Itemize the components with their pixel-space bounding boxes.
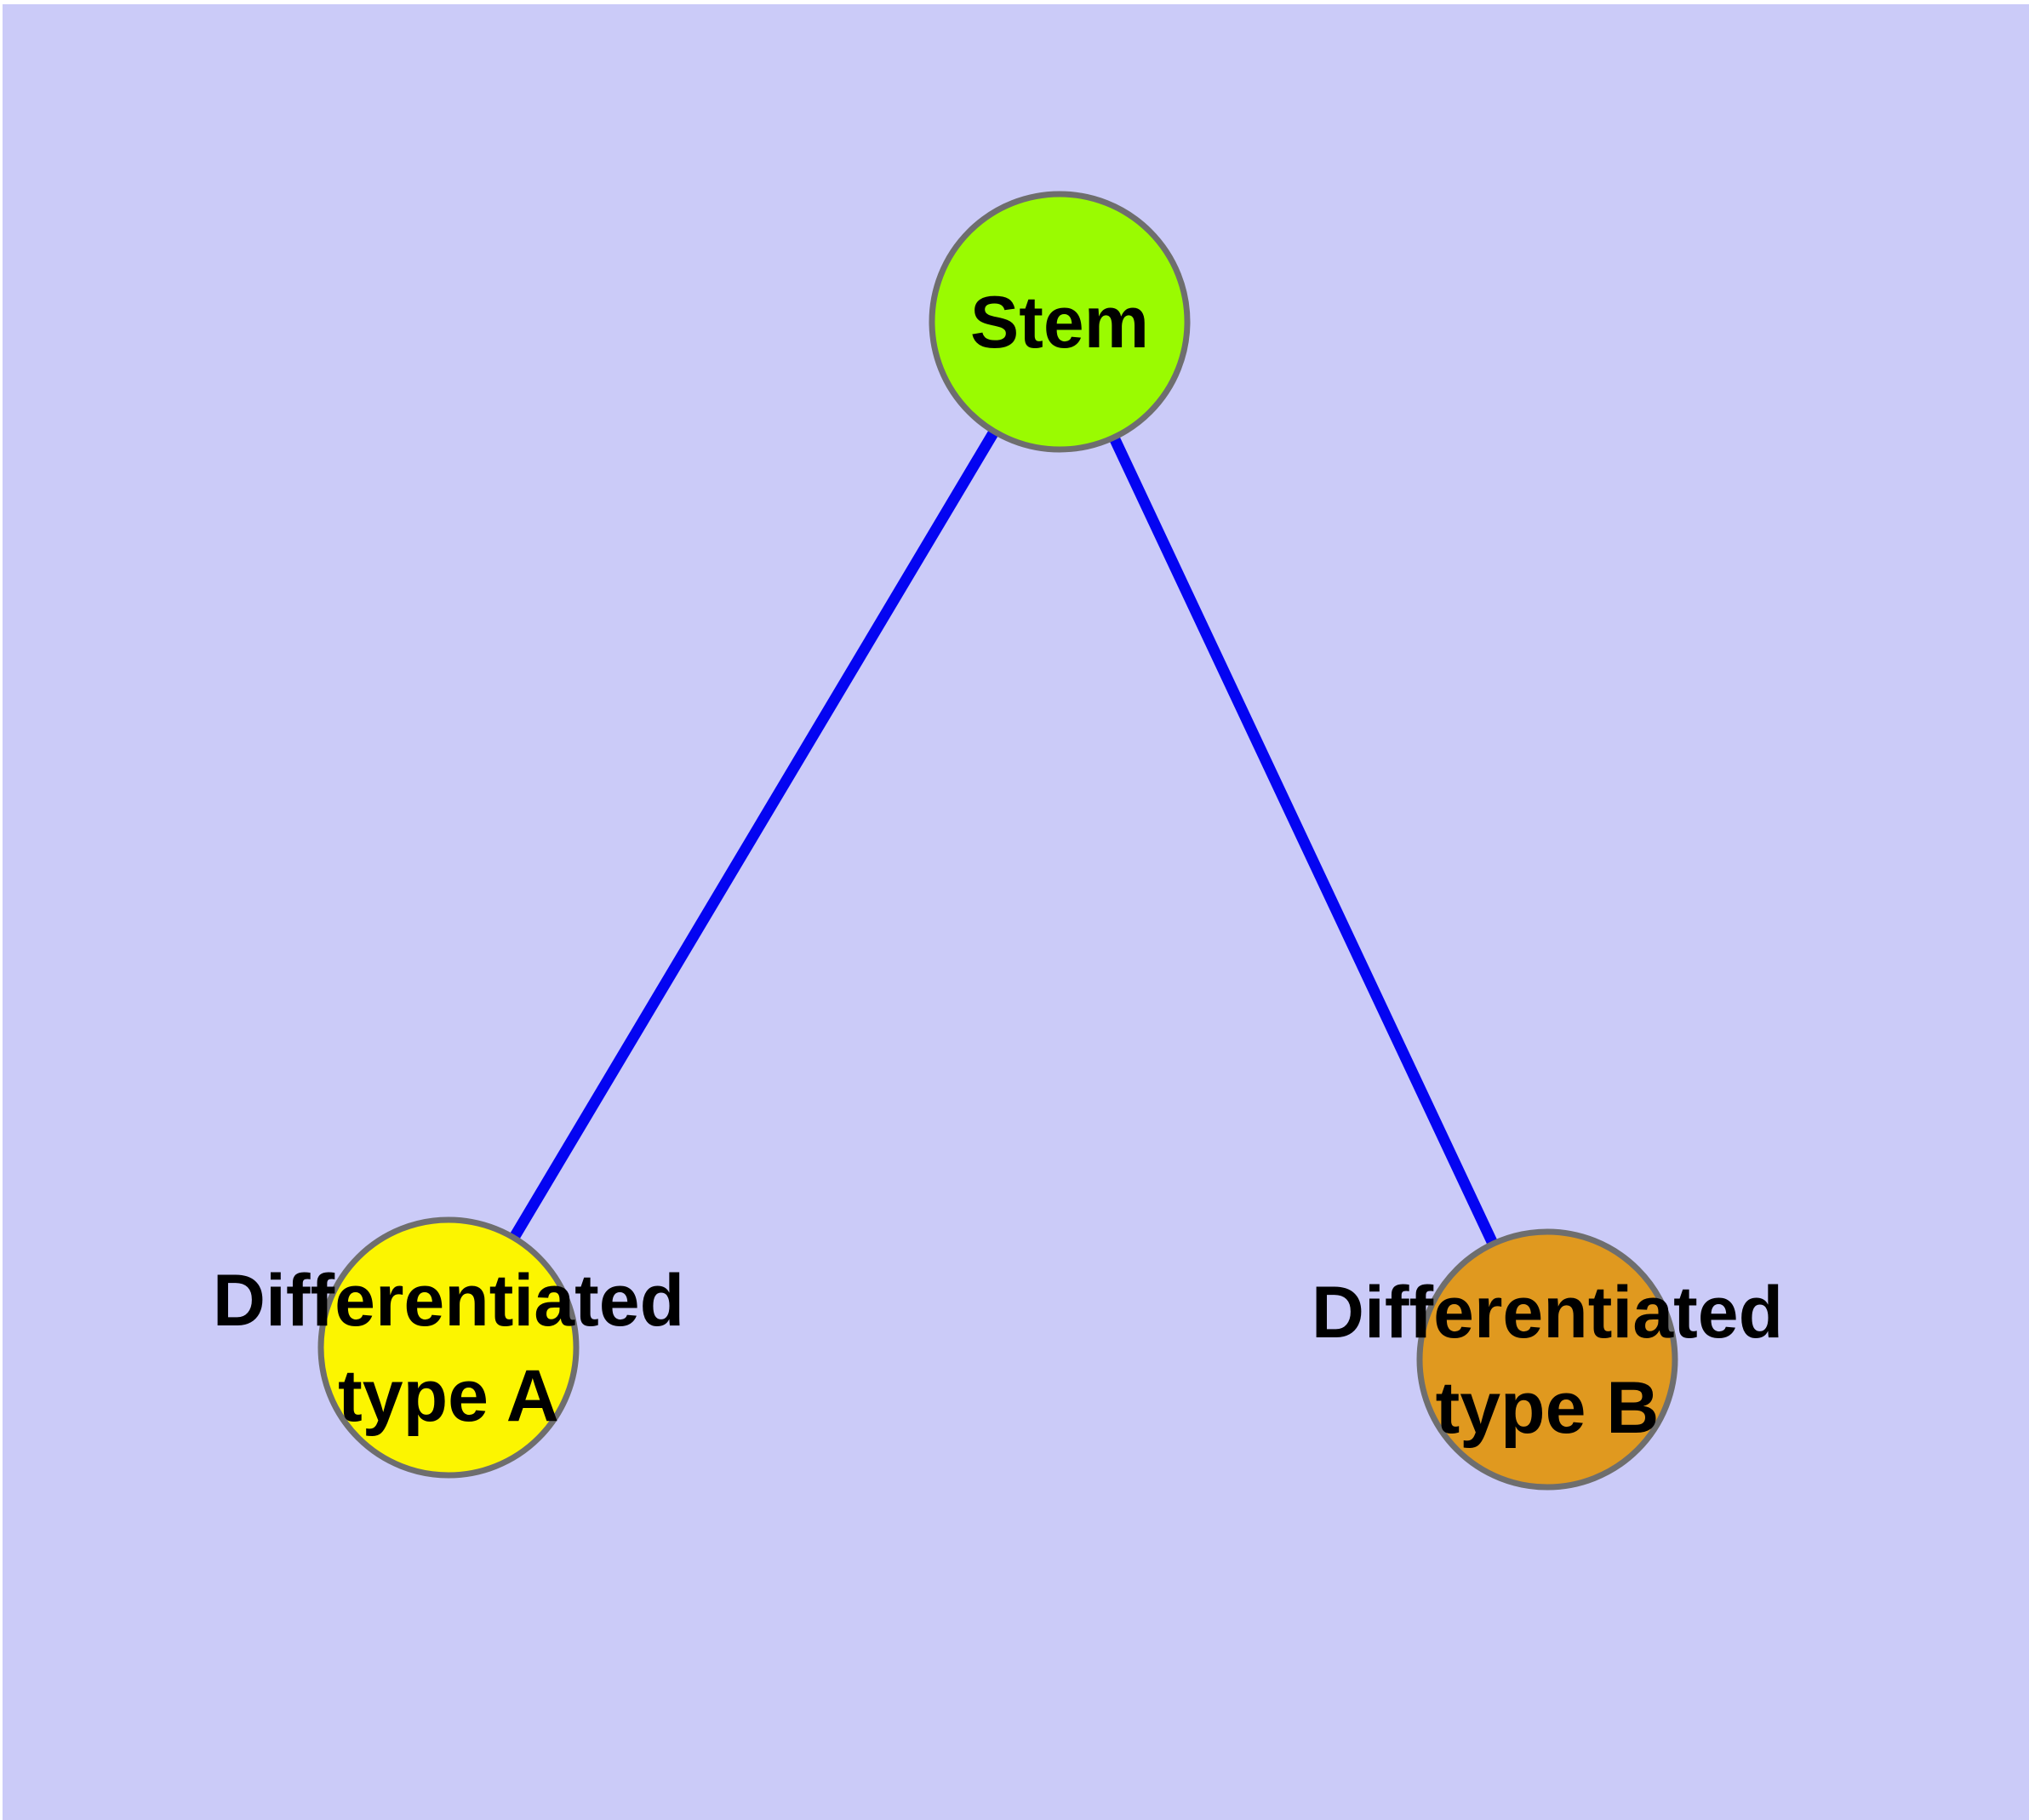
node-label-stem-line-1: Stem (970, 282, 1149, 363)
node-stem (929, 191, 1191, 453)
node-type-b (1416, 1228, 1678, 1491)
node-label-type-b-line-1: Differentiated (1312, 1272, 1783, 1354)
edge-stem-to-type-b (1055, 319, 1552, 1362)
nodes-layer (317, 191, 1678, 1491)
edge-stem-to-type-a (443, 318, 1065, 1351)
edges-layer (443, 318, 1552, 1362)
node-label-type-a-line-2: type A (338, 1355, 559, 1437)
node-label-type-a-line-1: Differentiated (213, 1260, 684, 1342)
node-label-type-b-line-2: type B (1436, 1367, 1660, 1449)
node-type-a (317, 1216, 580, 1479)
